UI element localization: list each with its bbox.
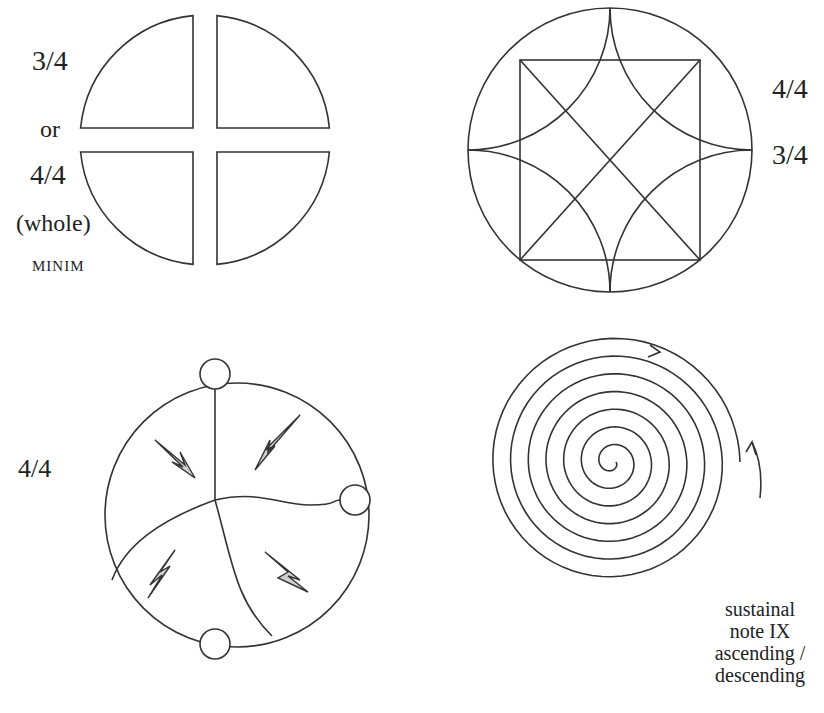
note-name: MINIM: [32, 258, 85, 275]
time-signature: 3/4: [772, 140, 808, 171]
time-signature: 4/4: [30, 160, 66, 191]
connector-word: or: [40, 116, 60, 142]
star-circle: [468, 8, 752, 292]
time-signature: 4/4: [772, 74, 808, 105]
time-signature: 3/4: [32, 46, 68, 77]
note-annotation: sustainal note IX ascending / descending: [706, 598, 814, 686]
quartered-circle: [81, 16, 330, 265]
spiral: [493, 338, 761, 576]
arrow-circle: [105, 359, 370, 659]
note-name: (whole): [16, 210, 91, 236]
time-signature: 4/4: [18, 455, 51, 484]
